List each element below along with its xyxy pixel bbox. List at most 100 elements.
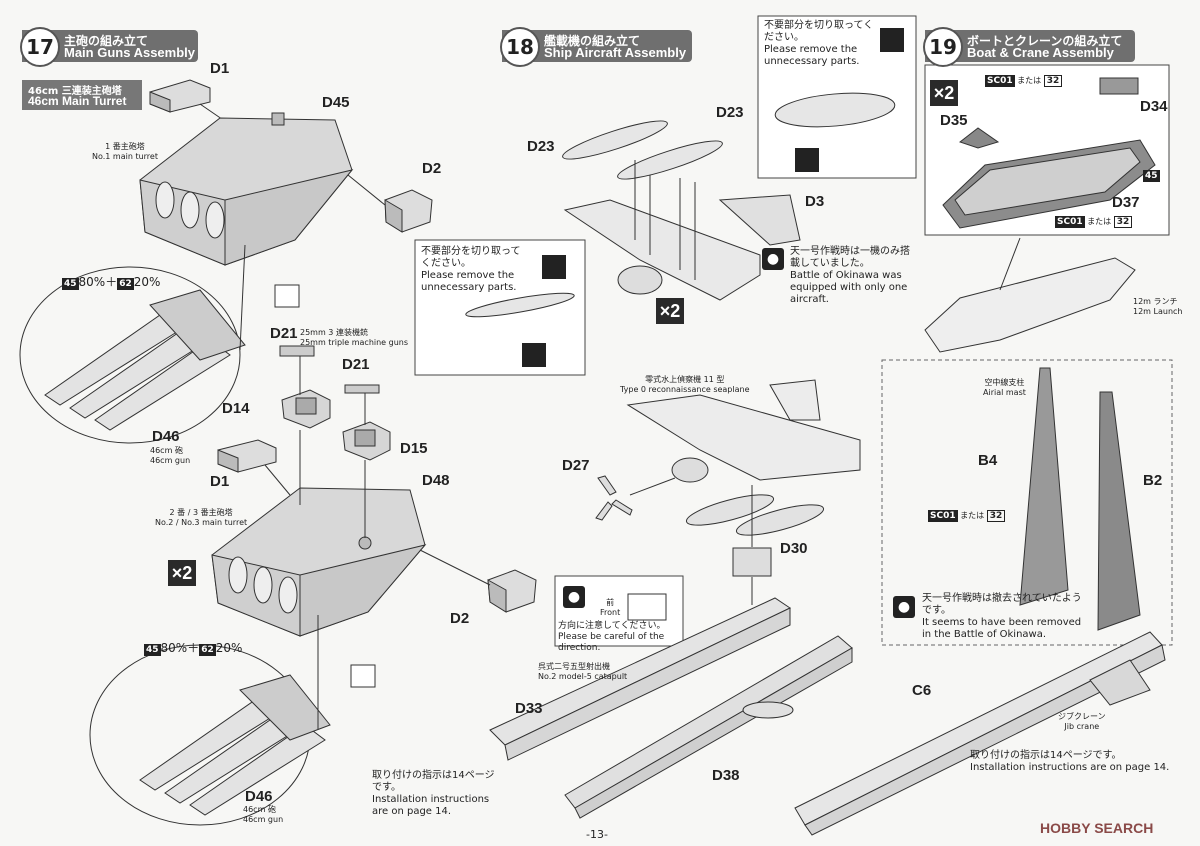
label-d1-top: D1 (210, 60, 230, 77)
catapult-jp: 呉式二号五型射出機 (538, 662, 610, 671)
paint-badge-62-2: 62 (199, 644, 216, 656)
info-icon-okinawa: ● (762, 248, 784, 270)
launch-en: 12m Launch (1133, 307, 1183, 316)
step18-title-en: Ship Aircraft Assembly (544, 45, 687, 60)
launch-jp: 12m ランチ (1133, 297, 1178, 306)
install-19-jp: 取り付けの指示は14ページです。 (970, 750, 1122, 761)
front-label: 前 Front (600, 598, 620, 618)
seaplane-en: Type 0 reconnaissance seaplane (620, 385, 750, 394)
paint-45-boat: 45 (1143, 170, 1160, 182)
d35-part (958, 127, 1000, 149)
d30-part (732, 547, 772, 577)
launch-12m (924, 257, 1136, 353)
aa-guns-en: 25mm triple machine guns (300, 338, 409, 347)
direction-note: 方向に注意してください。 Please be careful of the di… (558, 621, 684, 654)
gun-2-en: 46cm gun (243, 815, 284, 824)
seaplane-wing (563, 194, 801, 301)
install-note-19: 取り付けの指示は14ページです。 Installation instructio… (970, 750, 1180, 774)
times-two-turret: ×2 (168, 560, 196, 586)
decal-sc01-mast: SC01 または 32 (928, 510, 1006, 522)
no23-turret-jp: 2 番 / 3 番主砲塔 (169, 508, 233, 517)
jib-label: ジブクレーン Jib crane (1058, 712, 1106, 732)
info-icon-direction: ● (563, 586, 585, 608)
step19-title-en: Boat & Crane Assembly (967, 45, 1114, 60)
mast-label: 空中線支柱 Airial mast (983, 378, 1026, 398)
cut-icon-19a (880, 28, 904, 52)
or-jp-mast: または (960, 511, 985, 520)
install-17-en: Installation instructions are on page 14… (372, 794, 490, 817)
step18-number: 18 (500, 27, 540, 67)
step18-title-jp: 艦載機の組み立て (544, 34, 641, 48)
label-d23-b: D23 (716, 104, 744, 121)
sc01-badge-mast: SC01 (928, 510, 958, 522)
label-d2-2: D2 (450, 610, 470, 627)
label-d46-2: D46 (245, 788, 273, 805)
no23-turret-label: 2 番 / 3 番主砲塔 No.2 / No.3 main turret (155, 508, 247, 528)
label-d35: D35 (940, 112, 968, 129)
label-d1-lower: D1 (210, 473, 230, 490)
launch-label: 12m ランチ 12m Launch (1133, 297, 1182, 317)
cut-icon-18b (522, 343, 546, 367)
turret-banner: 46cm 三連装主砲塔 46cm Main Turret (22, 80, 142, 110)
label-d34: D34 (1140, 98, 1168, 115)
remove-18-jp: 不要部分を切り取ってください。 (421, 246, 521, 269)
paint-mix-2-text-a: 80%＋ (160, 641, 200, 655)
removal-sample-strut (465, 292, 575, 318)
gun-barrels-1 (44, 289, 246, 431)
step18-header: 18 艦載機の組み立て Ship Aircraft Assembly (500, 27, 692, 67)
c6-jib-crane (794, 631, 1166, 836)
remove-note-18: 不要部分を切り取ってください。 Please remove the unnece… (421, 246, 521, 294)
step17-title-en: Main Guns Assembly (64, 45, 195, 60)
install-19-en: Installation instructions are on page 14… (970, 762, 1170, 773)
gun-1-jp: 46cm 砲 (150, 446, 183, 455)
d37-boat-hull (942, 139, 1156, 229)
d2-part-1 (384, 189, 433, 233)
okinawa-jp: 天一号作戦時は一機のみ搭載していました。 (790, 246, 910, 269)
remove-note-19: 不要部分を切り取ってください。 Please remove the unnece… (764, 20, 874, 68)
remove-19-en: Please remove the unnecessary parts. (764, 44, 860, 67)
crane-base (1089, 659, 1151, 706)
seaplane-label: 零式水上偵察機 11 型 Type 0 reconnaissance seapl… (620, 375, 750, 395)
label-d27: D27 (562, 457, 590, 474)
paint-mix-1-text-b: 20% (133, 275, 161, 289)
direction-jp: 方向に注意してください。 (558, 621, 666, 631)
step17-title-jp: 主砲の組み立て (64, 34, 149, 48)
b4-mast (1019, 367, 1069, 606)
paint-32-mid: 32 (1113, 216, 1133, 228)
front-jp: 前 (606, 598, 615, 607)
paint-mix-2-text-b: 20% (215, 641, 243, 655)
info-icon-removed: ● (893, 596, 915, 618)
d27-propeller (595, 475, 633, 521)
step17-header: 17 主砲の組み立て Main Guns Assembly (20, 27, 198, 67)
label-d21-2: D21 (342, 356, 370, 373)
label-d46-1: D46 (152, 428, 180, 445)
no1-turret-jp: 1 番主砲塔 (105, 142, 145, 151)
gun-1-en: 46cm gun (150, 456, 191, 465)
no1-turret-en: No.1 main turret (92, 152, 158, 161)
watermark-text: HOBBY SEARCH (1040, 820, 1154, 836)
step19-header: 19 ボートとクレーンの組み立て Boat & Crane Assembly (923, 27, 1135, 67)
decal-sc01-mid: SC01 または 32 (1055, 216, 1133, 228)
or-jp-mid: または (1087, 217, 1112, 226)
jib-jp: ジブクレーン (1058, 712, 1106, 721)
d33-catapult-rail (489, 597, 792, 761)
paint-badge-45-2: 45 (144, 644, 161, 656)
label-d2-1: D2 (422, 160, 442, 177)
label-d33: D33 (515, 700, 543, 717)
times-two-boat: ×2 (930, 80, 958, 106)
label-d38: D38 (712, 767, 740, 784)
label-d48: D48 (422, 472, 450, 489)
paint-mix-1-text-a: 80%＋ (78, 275, 118, 289)
gun-label-1: 46cm 砲 46cm gun (150, 446, 190, 466)
label-d14: D14 (222, 400, 250, 417)
d23-float-1 (562, 120, 668, 160)
sc01-badge-mid: SC01 (1055, 216, 1085, 228)
step17-number: 17 (20, 27, 60, 67)
no1-turret-label: 1 番主砲塔 No.1 main turret (92, 142, 158, 162)
d1-part-top (149, 79, 211, 113)
catapult-en: No.2 model-5 catapult (538, 672, 628, 681)
aa-guns-jp: 25mm 3 連装機銃 (300, 328, 368, 337)
d1-part-lower (217, 439, 277, 473)
turret-23 (211, 487, 427, 637)
